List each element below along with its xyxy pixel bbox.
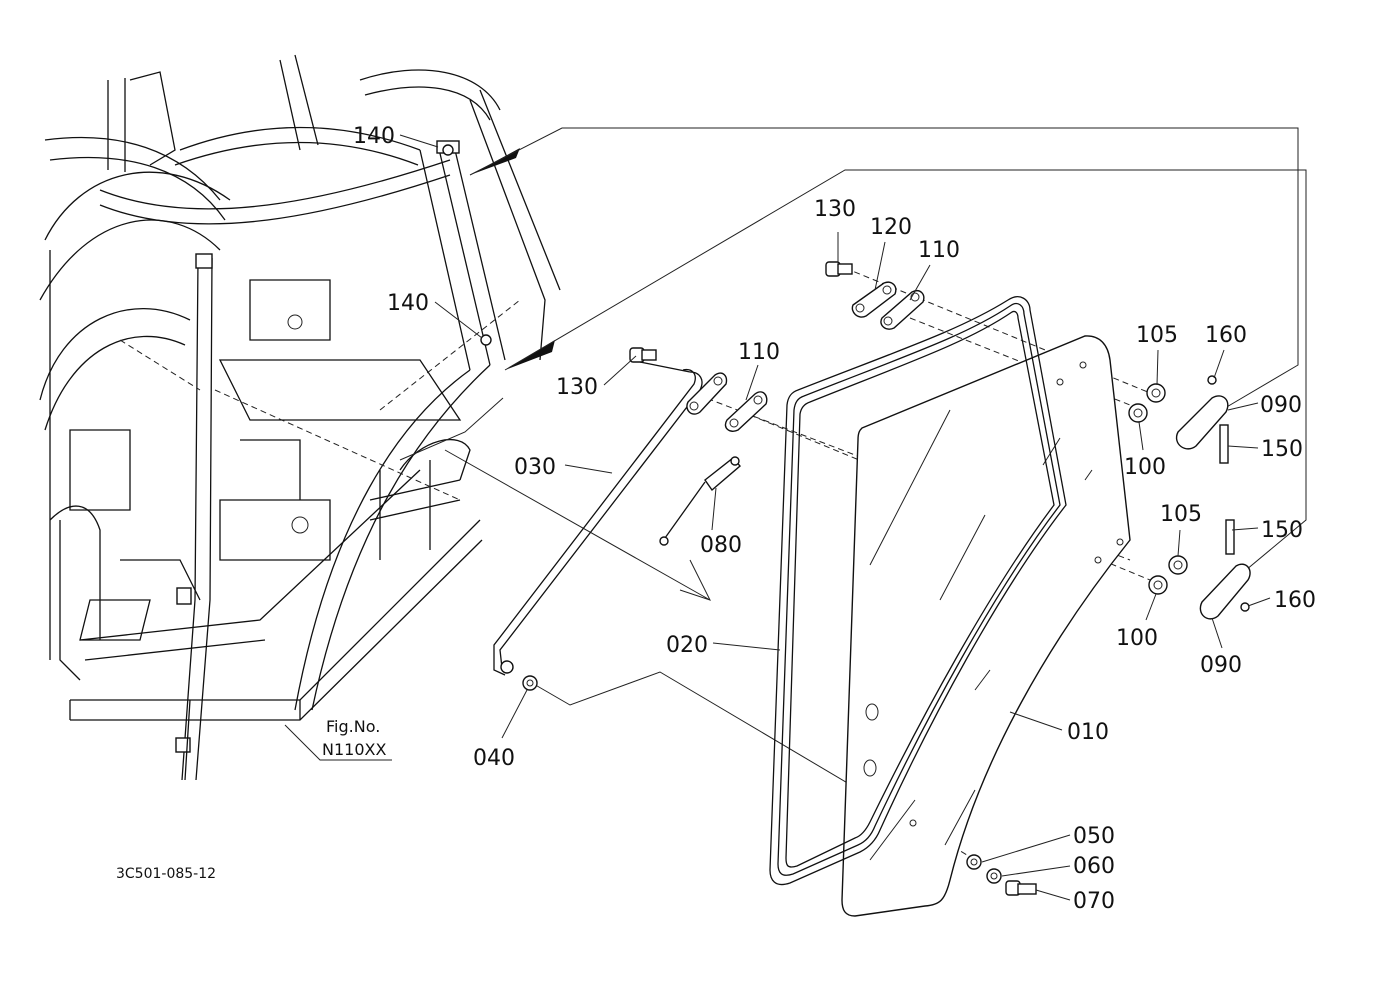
fig-label: Fig.No.	[326, 717, 380, 736]
callout-140-lower: 140	[387, 291, 429, 316]
callout-050: 050	[1073, 824, 1115, 849]
callout-100-lower: 100	[1116, 626, 1158, 651]
callout-140-upper: 140	[353, 124, 395, 149]
callout-labels: 140 140 130 120 110 130 110 105 160 090 …	[353, 124, 1316, 914]
callout-090-lower: 090	[1200, 653, 1242, 678]
fig-number: N110XX	[322, 740, 386, 759]
callout-150-lower: 150	[1261, 518, 1303, 543]
stay-rod-030	[493, 361, 703, 676]
callout-030: 030	[514, 455, 556, 480]
drawing-code: 3C501-085-12	[116, 866, 216, 882]
callout-105-lower: 105	[1160, 502, 1202, 527]
callout-040: 040	[473, 746, 515, 771]
gas-strut-080	[659, 456, 741, 546]
callout-120: 120	[870, 215, 912, 240]
callout-130-upper: 130	[814, 197, 856, 222]
callout-150-upper: 150	[1261, 437, 1303, 462]
callout-010: 010	[1067, 720, 1109, 745]
callout-160-upper: 160	[1205, 323, 1247, 348]
callout-080: 080	[700, 533, 742, 558]
callout-020: 020	[666, 633, 708, 658]
callout-110-lower: 110	[738, 340, 780, 365]
callout-100-upper: 100	[1124, 455, 1166, 480]
cab-frame	[39, 54, 561, 781]
callout-105-upper: 105	[1136, 323, 1178, 348]
callout-leaders	[399, 134, 1271, 901]
figure-info: Fig.No. N110XX 3C501-085-12	[116, 717, 386, 882]
callout-110-upper: 110	[918, 238, 960, 263]
callout-160-lower: 160	[1274, 588, 1316, 613]
door-seal-020	[769, 296, 1067, 886]
callout-130-lower: 130	[556, 375, 598, 400]
callout-060: 060	[1073, 854, 1115, 879]
callout-070: 070	[1073, 889, 1115, 914]
callout-090-upper: 090	[1260, 393, 1302, 418]
hardware-parts	[522, 261, 1251, 896]
leader-lines	[284, 127, 1307, 761]
